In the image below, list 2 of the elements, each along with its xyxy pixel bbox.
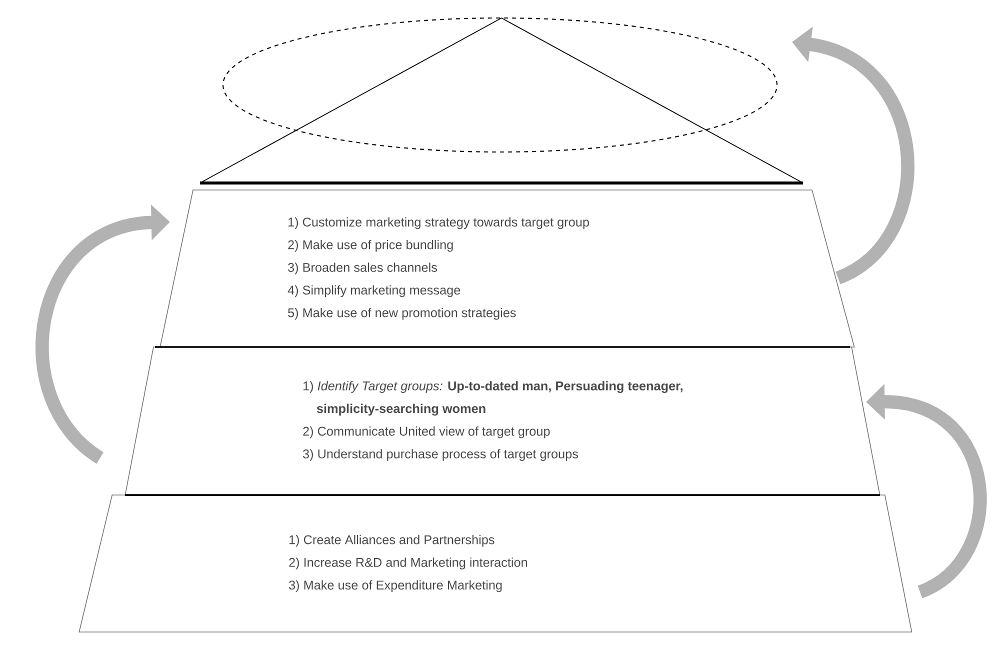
tier-box: 1) Create Alliances and Partnerships 2) Increase R&D and Marketing interaction 3) Make use of Expenditure Marketing [78,494,912,632]
cone-drawing [200,17,804,184]
